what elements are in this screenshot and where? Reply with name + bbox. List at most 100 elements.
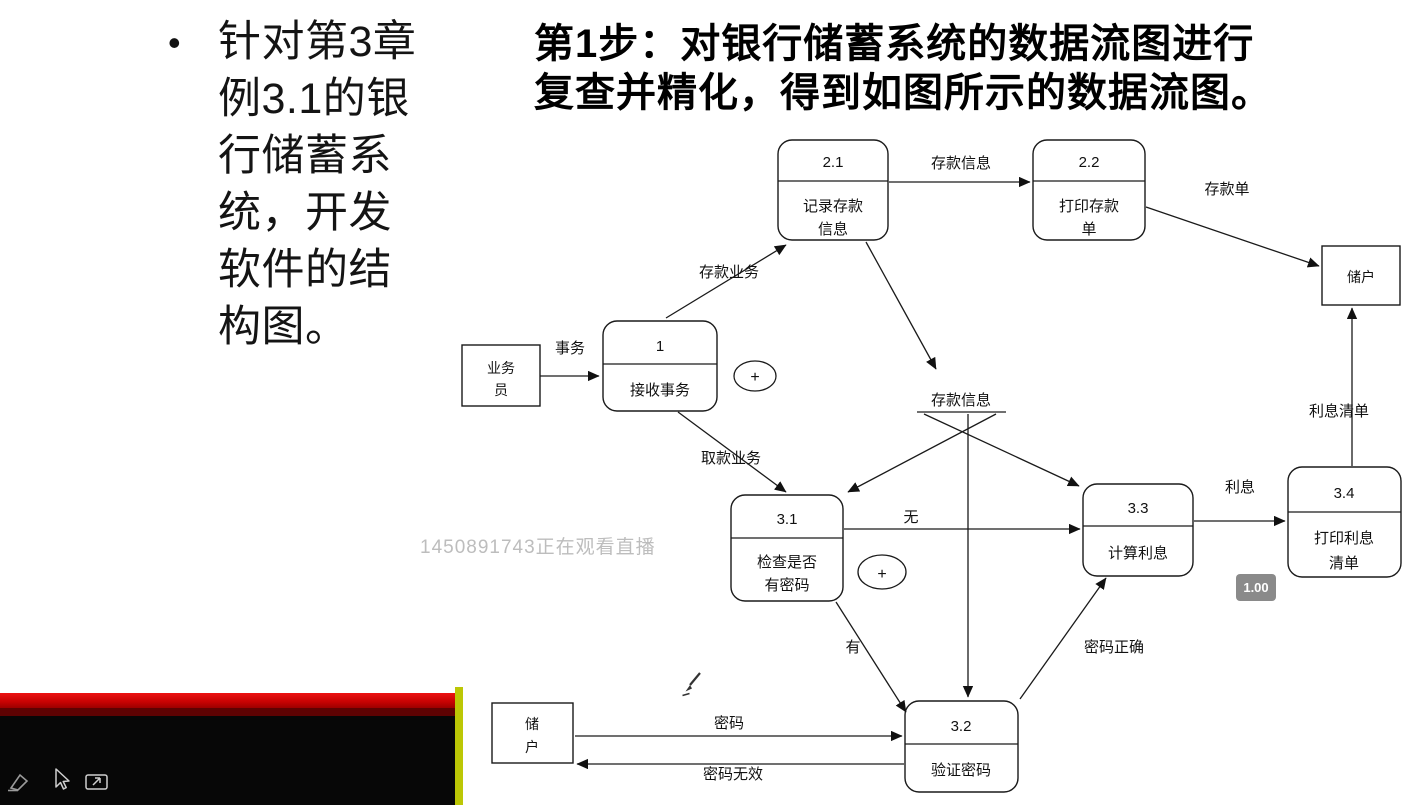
flow-store-to-check-line (847, 413, 997, 493)
screen-share-icon (85, 774, 108, 790)
flow-password-label: 密码 (714, 715, 744, 732)
flow-withdraw-business-line (677, 411, 787, 493)
flow-deposit-slip-label: 存款单 (1204, 181, 1249, 198)
slide-edge-strip (455, 687, 463, 805)
process-2-2-print-deposit-slip: 2.2 打印存款 单 (1032, 139, 1146, 241)
process-1-receive-transaction: 1 接收事务 (602, 320, 718, 412)
process-3-2-name: 验证密码 (931, 762, 991, 779)
entity-clerk-box (461, 344, 541, 407)
process-3-1-check-password-exists: 3.1 检查是否 有密码 (730, 494, 844, 602)
slide-title: 第1步：对银行储蓄系统的数据流图进行 复查并精化，得到如图所示的数据流图。 (534, 20, 1272, 118)
data-store-deposit-info: 存款信息 (917, 392, 1006, 413)
xor-junction-2: + (857, 554, 907, 590)
process-2-1-number: 2.1 (823, 154, 844, 171)
flow-withdraw-business-label: 取款业务 (701, 450, 761, 467)
pen-cursor-icon (680, 670, 706, 703)
process-3-1-name-line1: 检查是否 (757, 554, 817, 571)
flow-interest-list-label: 利息清单 (1309, 403, 1369, 420)
eraser-icon (8, 773, 29, 792)
xor-junction-2-plus: + (877, 566, 886, 583)
entity-depositor-left-label-line2: 户 (525, 739, 539, 755)
flow-password-invalid-label: 密码无效 (703, 766, 763, 783)
process-2-1-record-deposit: 2.1 记录存款 信息 (777, 139, 889, 241)
entity-depositor-right: 储户 (1321, 245, 1401, 306)
process-2-1-name-line2: 信息 (818, 221, 848, 238)
flow-deposit-business: 存款业务 (665, 244, 787, 319)
flow-no-password: 无 (844, 509, 1081, 535)
process-3-4-box (1287, 466, 1402, 578)
entity-clerk-label-line2: 员 (494, 382, 508, 398)
data-store-deposit-info-label: 存款信息 (931, 392, 991, 409)
flow-has-password-label: 有 (845, 639, 860, 656)
process-3-2-verify-password: 3.2 验证密码 (904, 700, 1019, 793)
flow-interest-label: 利息 (1225, 479, 1255, 496)
flow-deposit-info: 存款信息 (889, 155, 1031, 188)
process-1-name: 接收事务 (630, 382, 690, 399)
flow-password-invalid: 密码无效 (576, 758, 904, 783)
process-3-4-name-line1: 打印利息 (1314, 530, 1374, 547)
flow-has-password-line (835, 601, 907, 713)
cursor-icon (55, 768, 70, 790)
flow-no-password-label: 无 (903, 509, 918, 526)
screen-share-tool-button[interactable] (82, 768, 112, 798)
entity-depositor-left: 储 户 (491, 702, 574, 764)
flow-deposit-slip-line (1145, 206, 1320, 268)
process-3-3-calc-interest: 3.3 计算利息 (1082, 483, 1194, 577)
process-3-2-box (904, 700, 1019, 793)
flow-record-to-store-line (865, 241, 937, 370)
flow-password-correct-label: 密码正确 (1084, 639, 1144, 656)
flow-store-to-calc (923, 413, 1080, 487)
flow-interest: 利息 (1194, 479, 1286, 527)
process-3-1-number: 3.1 (777, 511, 798, 528)
process-1-box (602, 320, 718, 412)
process-3-1-name-line2: 有密码 (764, 577, 809, 594)
xor-junction-1-plus: + (750, 369, 759, 386)
bottom-red-stripe (0, 693, 458, 708)
process-2-1-name-line1: 记录存款 (803, 198, 863, 215)
process-3-3-box (1082, 483, 1194, 577)
process-3-3-name: 计算利息 (1108, 544, 1168, 562)
flow-withdraw-business: 取款业务 (677, 411, 787, 493)
xor-junction-1-circle (733, 360, 777, 392)
process-3-4-print-interest-list: 3.4 打印利息 清单 (1287, 466, 1402, 578)
flow-interest-list: 利息清单 (1309, 307, 1369, 466)
entity-clerk: 业务 员 (461, 344, 541, 407)
flow-store-to-calc-line (923, 413, 1080, 487)
slide-title-line1: 第1步：对银行储蓄系统的数据流图进行 (534, 22, 1255, 66)
process-3-1-box (730, 494, 844, 602)
flow-password-correct-line (1019, 577, 1107, 700)
xor-junction-1: + (733, 360, 777, 392)
cursor-tool-button[interactable] (46, 765, 76, 795)
flow-password-correct: 密码正确 (1019, 577, 1144, 700)
process-3-4-name-line2: 清单 (1329, 555, 1359, 572)
livestream-watermark: 1450891743正在观看直播 (420, 537, 656, 558)
bullet-marker: • (168, 22, 181, 63)
process-3-2-number: 3.2 (951, 718, 972, 735)
flow-transaction: 事务 (540, 340, 600, 382)
bottom-maroon-stripe (0, 708, 458, 717)
flow-deposit-business-label: 存款业务 (699, 264, 759, 281)
process-2-2-box (1032, 139, 1146, 241)
process-3-3-number: 3.3 (1128, 500, 1149, 517)
flow-store-to-check (847, 413, 997, 493)
process-2-1-box (777, 139, 889, 241)
flow-record-to-store (865, 241, 937, 370)
flow-has-password: 有 (835, 601, 907, 713)
playback-speed-badge[interactable]: 1.00 (1236, 574, 1276, 601)
entity-clerk-label-line1: 业务 (487, 360, 515, 376)
entity-depositor-left-box (491, 702, 574, 764)
process-2-2-number: 2.2 (1079, 154, 1100, 171)
process-2-2-name-line2: 单 (1081, 221, 1096, 238)
flow-transaction-label: 事务 (555, 340, 585, 357)
eraser-tool-button[interactable] (4, 768, 34, 798)
process-3-4-number: 3.4 (1334, 485, 1355, 502)
flow-password: 密码 (575, 715, 903, 742)
flow-deposit-slip: 存款单 (1145, 181, 1320, 268)
bullet-text: 针对第3章例3.1的银行储蓄系统，开发软件的结构图。 (218, 18, 417, 351)
bottom-toolbar-area (0, 716, 458, 805)
entity-depositor-right-box (1321, 245, 1401, 306)
entity-depositor-right-label: 储户 (1347, 269, 1375, 285)
slide-title-line2: 复查并精化，得到如图所示的数据流图。 (534, 71, 1272, 115)
